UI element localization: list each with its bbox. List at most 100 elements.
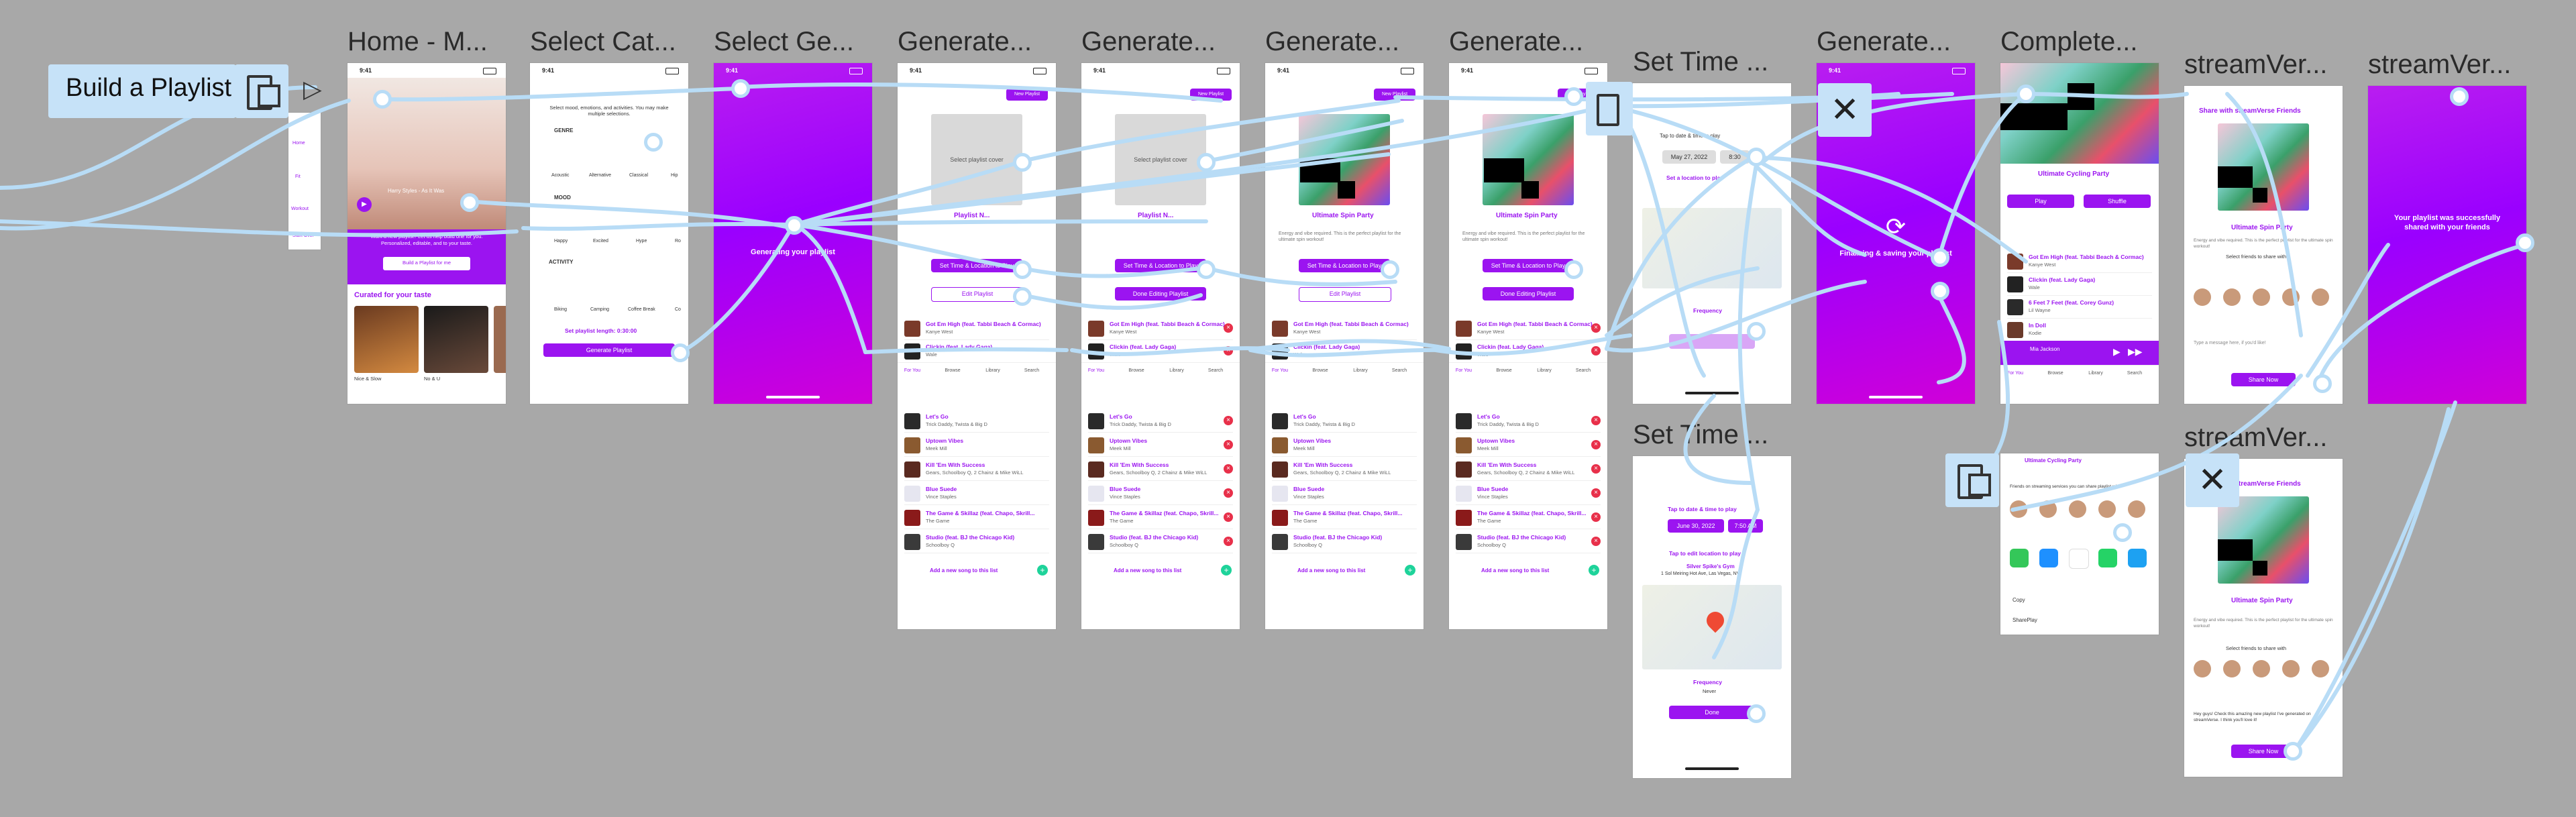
song-row[interactable]: Got Em High (feat. Tabbi Beach & Cormac)… — [1456, 317, 1601, 340]
set-time-button[interactable]: Set Time & Location to Play — [931, 259, 1022, 272]
connection-node[interactable] — [785, 216, 804, 235]
friend-avatar[interactable] — [2194, 288, 2211, 306]
connection-node[interactable] — [1013, 260, 1032, 279]
add-song-plus-icon[interactable]: + — [1221, 565, 1232, 576]
song-row[interactable]: The Game & Skillaz (feat. Chapo, Skrill.… — [1456, 506, 1601, 529]
add-song-link[interactable]: Add a new song to this list — [930, 567, 998, 574]
sidebar-item-start-over[interactable]: Start Over — [292, 233, 314, 238]
close-icon[interactable]: ✕ — [1818, 83, 1872, 137]
song-row[interactable]: The Game & Skillaz (feat. Chapo, Skrill.… — [1272, 506, 1417, 529]
friend-avatar[interactable] — [2253, 660, 2270, 677]
set-time-button[interactable]: Set Time & Location to Play — [1299, 259, 1390, 272]
playlist-name[interactable]: Ultimate Spin Party — [1312, 212, 1374, 219]
close-icon[interactable]: ✕ — [2186, 453, 2239, 507]
friend-avatar[interactable] — [2282, 660, 2300, 677]
frame-title-generate-3[interactable]: Generate... — [1265, 27, 1400, 56]
mini-player[interactable]: Mia Jackson ▶ ▶▶ — [2000, 341, 2159, 365]
frame-title-set-time-2[interactable]: Set Time ... — [1633, 420, 1769, 449]
frame-title-generate-2[interactable]: Generate... — [1081, 27, 1216, 56]
song-row[interactable]: Clickin (feat. Lady Gaga)Wale — [1272, 339, 1417, 363]
frame-title-stream-3[interactable]: streamVer... — [2184, 423, 2328, 452]
frame-title-home[interactable]: Home - M... — [347, 27, 488, 56]
frame-title-complete[interactable]: Complete... — [2000, 27, 2138, 56]
song-row[interactable]: The Game & Skillaz (feat. Chapo, Skrill.… — [904, 506, 1049, 529]
copy-option[interactable]: Copy — [2012, 597, 2025, 603]
curated-card-1[interactable] — [354, 306, 419, 373]
curated-card-3[interactable] — [494, 306, 506, 373]
friend-avatar[interactable] — [2253, 288, 2270, 306]
song-row[interactable]: The Game & Skillaz (feat. Chapo, Skrill.… — [1088, 506, 1233, 529]
connection-node[interactable] — [2313, 374, 2332, 393]
frame-title-select-cat[interactable]: Select Cat... — [530, 27, 676, 56]
delete-song-icon[interactable]: × — [1591, 512, 1601, 522]
playlist-cover[interactable] — [1483, 114, 1574, 205]
friend-avatar[interactable] — [2312, 660, 2329, 677]
done-button-disabled[interactable] — [1669, 334, 1755, 349]
mood-option-ro[interactable]: Ro — [675, 239, 681, 243]
connection-node[interactable] — [1381, 260, 1399, 279]
connection-node[interactable] — [1013, 153, 1032, 172]
connection-node[interactable] — [1013, 287, 1032, 306]
playlist-cover[interactable] — [1299, 114, 1390, 205]
add-song-plus-icon[interactable]: + — [1405, 565, 1415, 576]
add-song-plus-icon[interactable]: + — [1589, 565, 1599, 576]
playlist-name[interactable]: Playlist N... — [1138, 212, 1174, 219]
overlay-icon[interactable] — [1586, 82, 1633, 135]
location-map[interactable] — [1642, 585, 1782, 669]
frame-title-select-gen[interactable]: Select Ge... — [714, 27, 854, 56]
add-song-plus-icon[interactable]: + — [1037, 565, 1048, 576]
set-time-button[interactable]: Set Time & Location to Play — [1115, 259, 1206, 272]
friend-avatar[interactable] — [2312, 288, 2329, 306]
cover-placeholder[interactable]: Select playlist cover — [1115, 114, 1206, 205]
delete-song-icon[interactable]: × — [1224, 488, 1233, 498]
delete-song-icon[interactable]: × — [1591, 537, 1601, 546]
connection-node[interactable] — [1747, 148, 1766, 166]
add-song-link[interactable]: Add a new song to this list — [1297, 567, 1366, 574]
delete-song-icon[interactable]: × — [1224, 416, 1233, 425]
mini-play-icon[interactable]: ▶ — [2113, 346, 2121, 357]
twitter-app-icon[interactable] — [2128, 549, 2147, 567]
song-row[interactable]: Got Em High (feat. Tabbi Beach & Cormac)… — [1088, 317, 1233, 340]
friend-avatar[interactable] — [2194, 660, 2211, 677]
new-playlist-button[interactable]: New Playlist — [1374, 89, 1415, 101]
delete-song-icon[interactable]: × — [1224, 537, 1233, 546]
connection-node[interactable] — [1747, 704, 1766, 723]
activity-option-co[interactable]: Co — [675, 307, 681, 312]
hero-play-icon[interactable]: ▶ — [357, 197, 372, 212]
mood-option-happy[interactable]: Happy — [554, 239, 568, 243]
shuffle-button[interactable]: Shuffle — [2084, 195, 2151, 208]
new-playlist-button[interactable]: New Playlist — [1190, 89, 1232, 101]
edit-playlist-button[interactable]: Edit Playlist — [1299, 287, 1391, 302]
connection-node[interactable] — [1931, 282, 1949, 301]
edit-playlist-button[interactable]: Edit Playlist — [931, 287, 1024, 302]
share-message[interactable]: Hey guys! Check this amazing new playlis… — [2194, 712, 2311, 722]
new-playlist-button[interactable]: New Playlist — [1006, 89, 1048, 101]
message-app-icon[interactable] — [2010, 549, 2029, 567]
time-picker[interactable]: 8:30 — [1720, 150, 1750, 164]
song-row[interactable]: Got Em High (feat. Tabbi Beach & Cormac)… — [1272, 317, 1417, 340]
connection-node[interactable] — [2017, 85, 2035, 103]
genre-option-alternative[interactable]: Alternative — [589, 173, 612, 178]
delete-song-icon[interactable]: × — [1591, 464, 1601, 474]
sidebar-item-fit[interactable]: Fit — [295, 174, 301, 179]
delete-song-icon[interactable]: × — [1591, 440, 1601, 449]
message-hint[interactable]: Type a message here, if you'd like! — [2194, 341, 2266, 345]
playlist-name[interactable]: Ultimate Spin Party — [1496, 212, 1558, 219]
friend-avatar[interactable] — [2282, 288, 2300, 306]
done-editing-button[interactable]: Done Editing Playlist — [1115, 287, 1206, 301]
connection-node[interactable] — [2516, 233, 2534, 252]
song-row[interactable]: Clickin (feat. Lady Gaga)Wale× — [1456, 339, 1601, 363]
activity-option-biking[interactable]: Biking — [554, 307, 568, 312]
